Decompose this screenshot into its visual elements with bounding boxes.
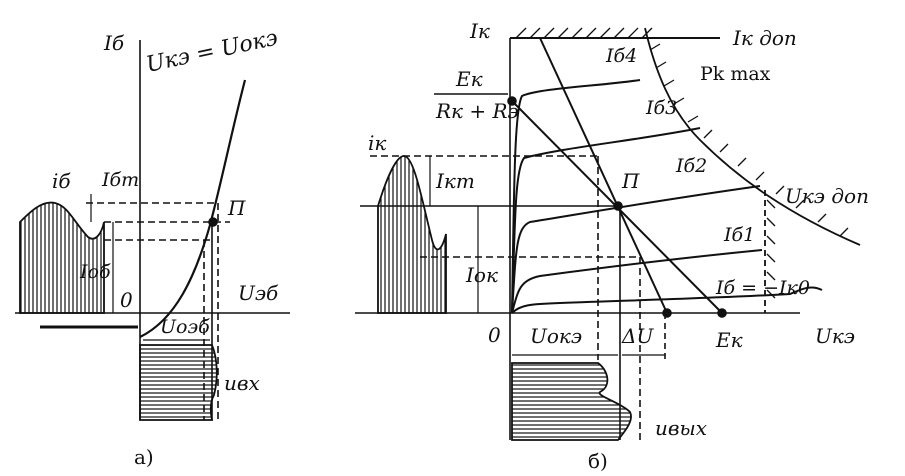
panel-a-caption: а) (134, 445, 154, 469)
operating-point-a (208, 217, 218, 227)
panel-a-zero-label: 0 (120, 288, 133, 312)
ib-waveform (19, 201, 105, 314)
panel-b-uoke-label: Uокэ (530, 324, 582, 348)
panel-b-caption: б) (588, 449, 608, 473)
panel-b-ikdop-label: Iк доп (732, 26, 797, 50)
panel-b-y-label: Iк (469, 19, 490, 43)
panel-b-ikm-label: Iкт (435, 169, 475, 193)
panel-a-y-label: Iб (103, 31, 125, 55)
panel-b-ukedop-label: Uкэ доп (785, 184, 869, 208)
panel-b-ek-label: Eк (715, 328, 743, 352)
panel-b-curve-ib3: Iб3 (645, 97, 677, 119)
ukedop-hatch (766, 199, 776, 299)
curve-ib1 (511, 249, 763, 314)
ek-ratio-point (507, 96, 517, 106)
panel-a-curve-label: Uкэ = Uокэ (144, 26, 280, 78)
curve-ib3 (511, 127, 701, 314)
panel-b-fraction-den: Rк + Rэ (435, 99, 519, 123)
du-point (662, 308, 672, 318)
panel-a-uin-label: uвх (224, 371, 260, 395)
panel-b-point-label: П (621, 169, 640, 193)
panel-a-ibm-label: Iбт (101, 169, 139, 191)
panel-a-point-label: П (227, 196, 246, 220)
panel-b-uout-label: uвых (655, 416, 707, 440)
ik-waveform (377, 155, 447, 314)
curve-ik0 (511, 286, 823, 314)
pkmax-hatch (649, 43, 849, 237)
panel-b-x-label: Uкэ (815, 324, 855, 348)
panel-b (355, 27, 861, 441)
panel-b-zero-label: 0 (488, 323, 501, 347)
panel-b-fraction-num: Eк (455, 67, 483, 91)
pkmax-curve (644, 27, 861, 246)
panel-b-curve-ib4: Iб4 (605, 45, 637, 67)
panel-a (15, 40, 290, 421)
ikdop-hatch (515, 27, 653, 39)
panel-b-curve-ib2: Iб2 (675, 155, 707, 177)
curve-ib2 (511, 185, 761, 314)
panel-b-iok-label: Iок (465, 263, 498, 287)
curve-ib4 (511, 79, 641, 314)
uout-waveform (511, 362, 632, 441)
uin-waveform (139, 344, 218, 421)
panel-a-x-label: Uэб (238, 281, 279, 305)
panel-b-curve-ib1: Iб1 (723, 224, 755, 246)
operating-point-b (613, 201, 623, 211)
panel-b-ik-label: iк (368, 131, 386, 155)
panel-b-labels: Iк Iк доп Iб4 Pk max Eк Rк + Rэ Iб3 iк I… (368, 19, 869, 473)
panel-b-curve-ik0: Iб = −Iк0 (715, 277, 810, 299)
panel-a-ib-label: iб (52, 169, 71, 193)
ek-point (717, 308, 727, 318)
load-line-ac (539, 37, 668, 314)
panel-a-uoeb-label: Uоэб (160, 316, 210, 338)
panel-b-pkmax-label: Pk max (700, 63, 771, 85)
panel-b-du-label: ΔU (621, 324, 654, 348)
panel-a-iob-label: Iоб (79, 261, 111, 283)
